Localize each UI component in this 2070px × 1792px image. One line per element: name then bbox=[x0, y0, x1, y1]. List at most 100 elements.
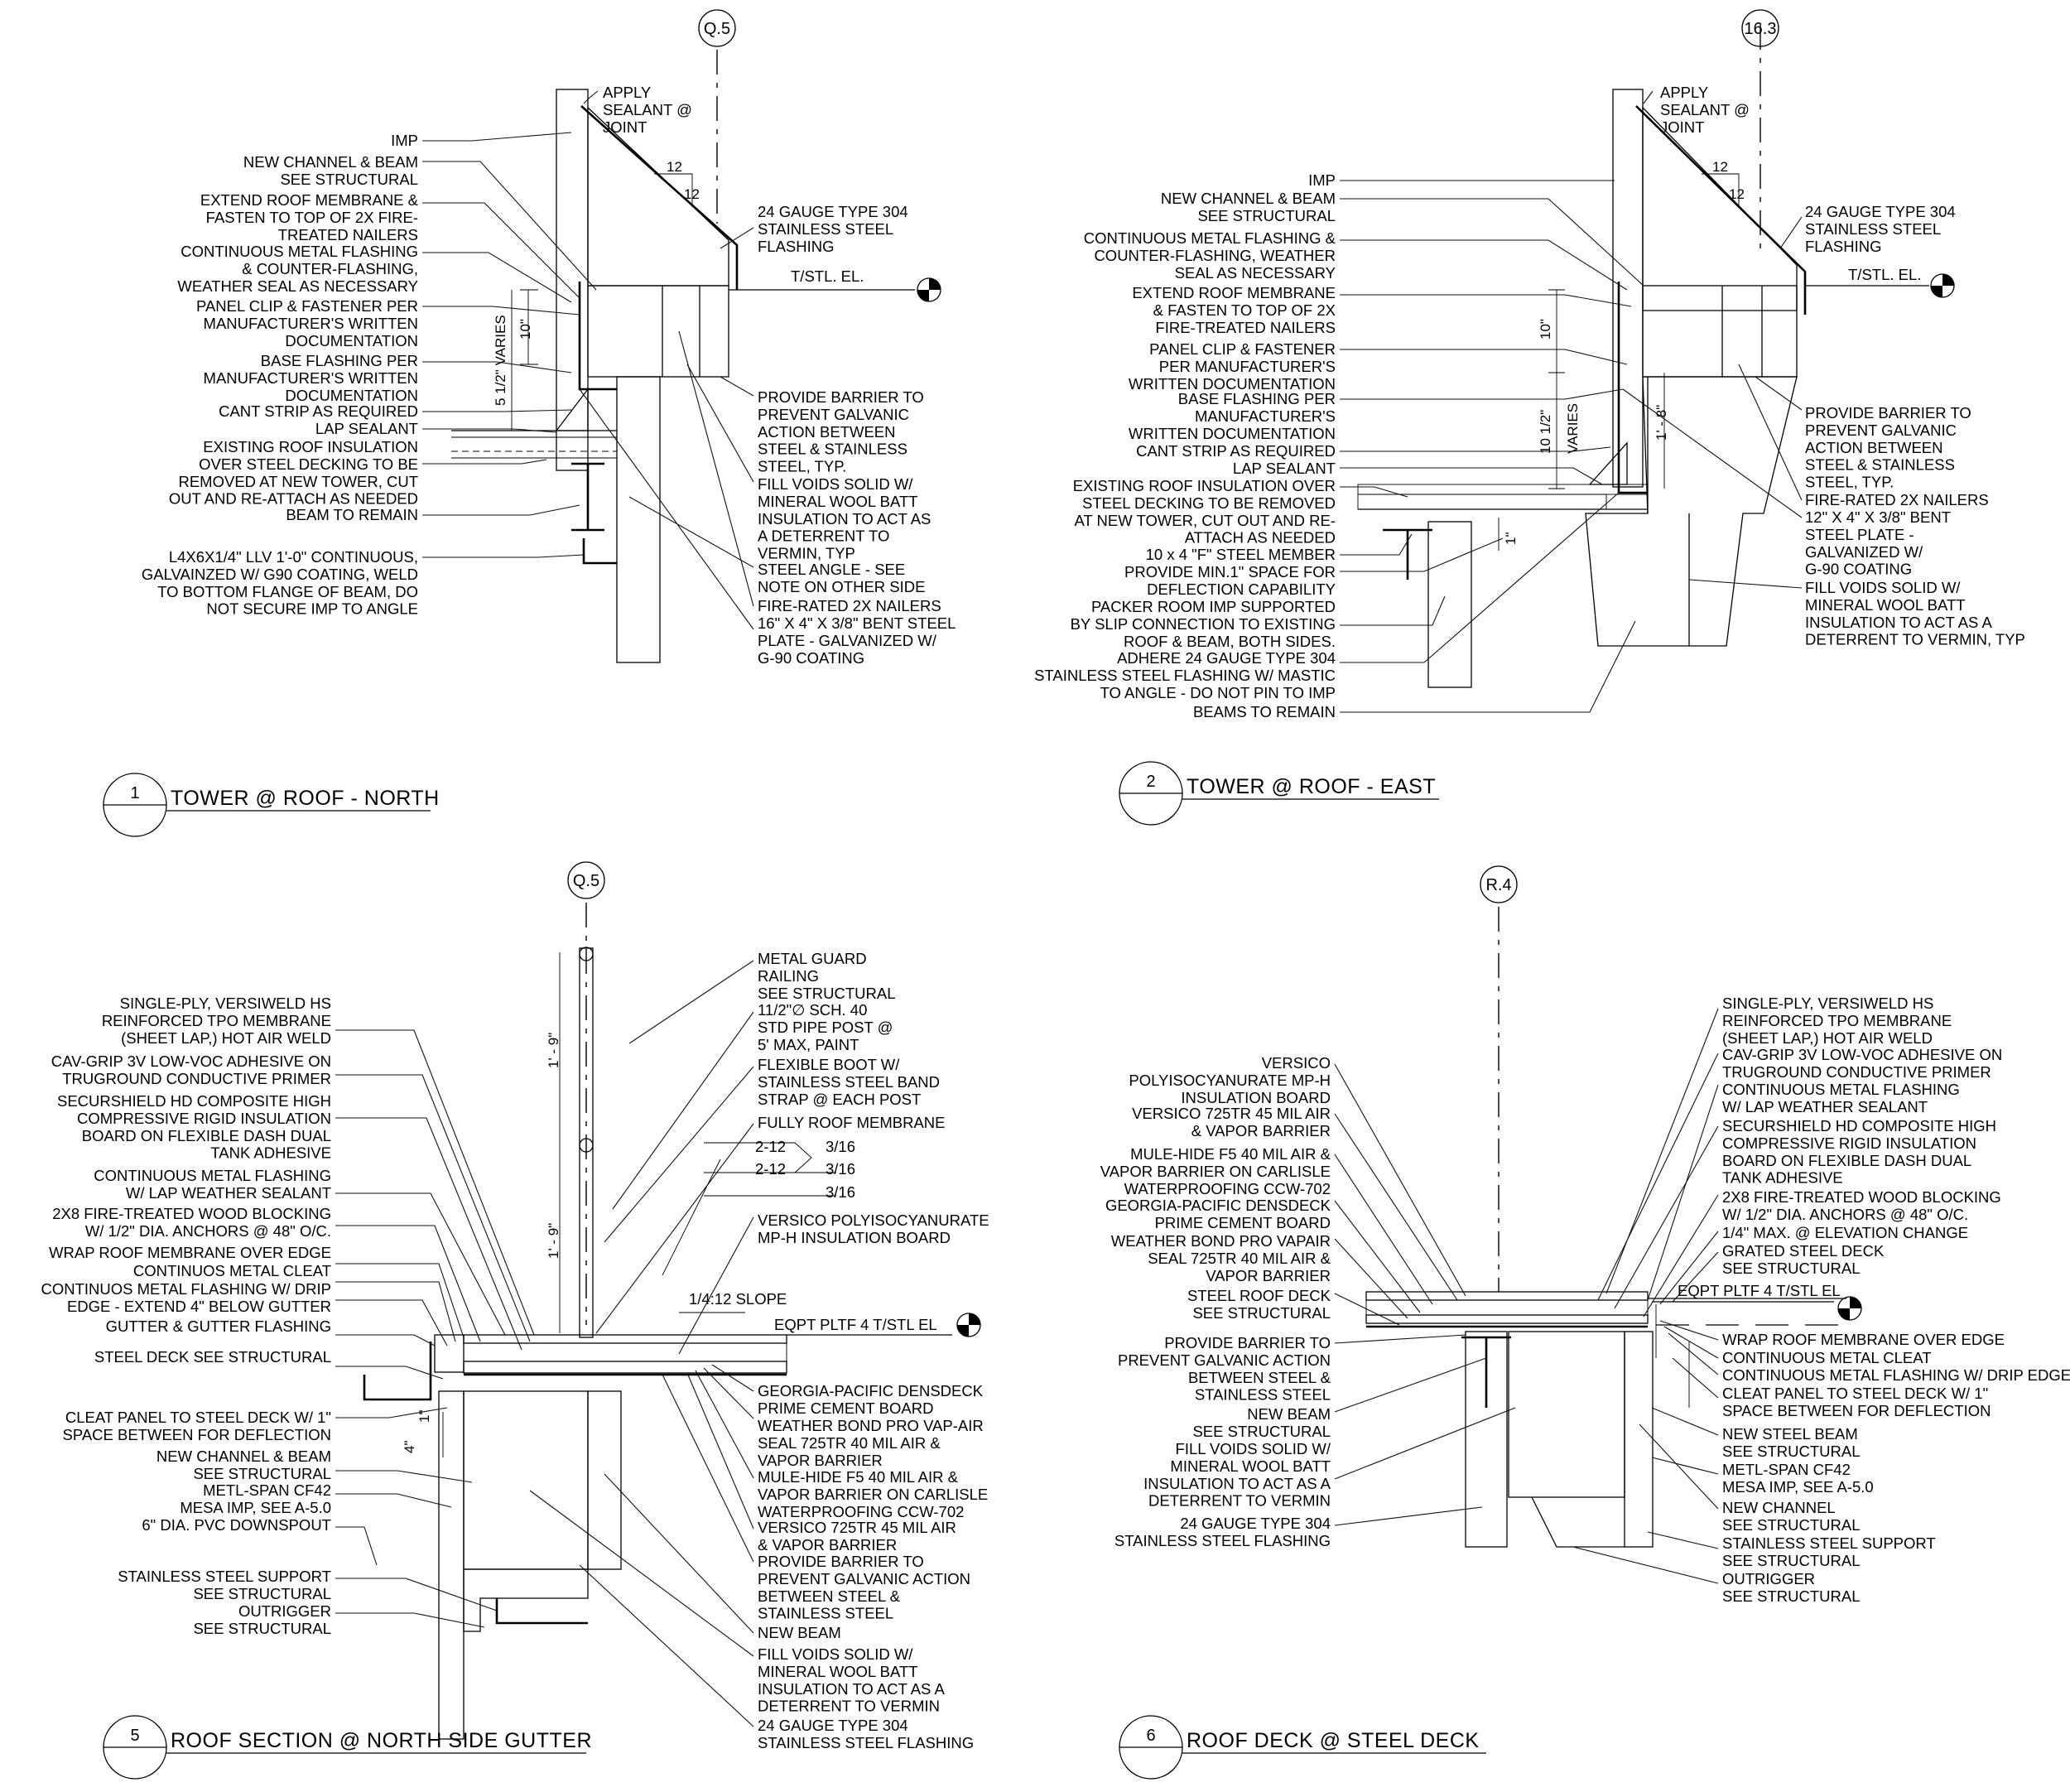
grid-bubble: R.4 bbox=[1485, 876, 1511, 894]
grid-bubble: Q.5 bbox=[704, 20, 730, 38]
callout-note: IMP bbox=[391, 132, 418, 149]
detail-5-drawing: Q.5 1' - 9" 1' - 9" 1" 4" bbox=[335, 861, 981, 1740]
callout-note: CLEAT PANEL TO STEEL DECK W/ 1"SPACE BET… bbox=[1722, 1385, 1991, 1419]
detail-6-drawing: R.4 EQPT PLTF 4 T/STL EL bbox=[1334, 865, 1862, 1584]
weld-spacing: 2-12 bbox=[755, 1138, 786, 1155]
callout-note: BEAM TO REMAIN bbox=[286, 506, 418, 523]
callout-note: VERSICO 725TR 45 MIL AIR& VAPOR BARRIER bbox=[758, 1519, 956, 1554]
detail-title: ROOF SECTION @ NORTH SIDE GUTTER bbox=[171, 1729, 592, 1752]
slope-label: 12 bbox=[667, 159, 682, 175]
callout-note: CLEAT PANEL TO STEEL DECK W/ 1"SPACE BET… bbox=[63, 1409, 331, 1443]
detail-1-title: 1 TOWER @ ROOF - NORTH bbox=[103, 773, 440, 837]
callout-note: NEW BEAM bbox=[758, 1624, 841, 1641]
detail-number: 5 bbox=[130, 1727, 139, 1745]
callout-note: FULLY ROOF MEMBRANE bbox=[758, 1114, 946, 1131]
callout-note: EXTEND ROOF MEMBRANE &FASTEN TO TOP OF 2… bbox=[200, 191, 419, 243]
slope-label: 12 bbox=[1712, 159, 1728, 175]
callout-note: LAP SEALANT bbox=[315, 420, 418, 437]
grid-bubble: 16.3 bbox=[1745, 20, 1777, 38]
callout-note: VERSICO 725TR 45 MIL AIR& VAPOR BARRIER bbox=[1132, 1105, 1331, 1139]
detail-2: 16.3 12 12 T/STL. EL. 10" 10 1/2" VARIES… bbox=[1034, 9, 2025, 826]
callout-note: CONTINUOUS METAL FLASHING &COUNTER-FLASH… bbox=[1084, 229, 1336, 282]
detail-number: 1 bbox=[130, 784, 139, 802]
callout-note: MULE-HIDE F5 40 MIL AIR &VAPOR BARRIER O… bbox=[758, 1468, 988, 1520]
elevation-marker-label: T/STL. EL. bbox=[1848, 266, 1921, 283]
callout-note: CONTINUOUS METAL FLASHING& COUNTER-FLASH… bbox=[177, 243, 418, 295]
dimension: 1' - 9" bbox=[546, 1223, 561, 1259]
slope-label: 12 bbox=[1729, 186, 1745, 202]
callout-note: 10 x 4 "F" STEEL MEMBER bbox=[1146, 546, 1336, 563]
callout-note: IMP bbox=[1308, 171, 1336, 189]
elevation-marker-label: EQPT PLTF 4 T/STL EL bbox=[774, 1316, 937, 1333]
elevation-marker-label: EQPT PLTF 4 T/STL EL bbox=[1678, 1282, 1841, 1299]
callout-note: WRAP ROOF MEMBRANE OVER EDGE bbox=[1722, 1331, 2005, 1348]
detail-number: 6 bbox=[1146, 1727, 1155, 1745]
callout-note: CANT STRIP AS REQUIRED bbox=[1136, 442, 1336, 460]
weld-size: 3/16 bbox=[826, 1183, 855, 1201]
detail-5-title: 5 ROOF SECTION @ NORTH SIDE GUTTER bbox=[103, 1715, 592, 1780]
detail-5: Q.5 1' - 9" 1' - 9" 1" 4" bbox=[41, 861, 989, 1780]
callout-note: CANT STRIP AS REQUIRED bbox=[219, 402, 418, 420]
dimension: 10" bbox=[518, 319, 533, 340]
dimension: 5 1/2" VARIES bbox=[493, 315, 508, 406]
dimension: 1' - 8" bbox=[1654, 405, 1669, 441]
callout-note: CONTINUOUS METAL FLASHING W/ DRIP EDGE bbox=[1722, 1366, 2070, 1384]
callout-note: EXTEND ROOF MEMBRANE& FASTEN TO TOP OF 2… bbox=[1132, 284, 1336, 336]
callout-note: CONTINUOUS METAL CLEAT bbox=[1722, 1349, 1932, 1366]
dimension: 1" bbox=[416, 1410, 432, 1423]
elevation-marker-label: T/STL. EL. bbox=[791, 267, 864, 285]
slope-label: 12 bbox=[684, 186, 700, 202]
detail-title: TOWER @ ROOF - NORTH bbox=[171, 787, 440, 810]
detail-6-title: 6 ROOF DECK @ STEEL DECK bbox=[1119, 1715, 1486, 1780]
callout-note: 1/4" MAX. @ ELEVATION CHANGE bbox=[1722, 1224, 1968, 1241]
detail-6: R.4 EQPT PLTF 4 T/STL EL bbox=[1100, 865, 2070, 1780]
dimension: VARIES bbox=[1565, 403, 1581, 454]
callout-note: L4X6X1/4" LLV 1'-0" CONTINUOUS,GALVAINZE… bbox=[142, 548, 418, 618]
callout-note: FIRE-RATED 2X NAILERS bbox=[758, 597, 941, 614]
detail-2-drawing: 16.3 12 12 T/STL. EL. 10" 10 1/2" VARIES… bbox=[1340, 9, 1955, 713]
slope-label: 1/4:12 SLOPE bbox=[689, 1290, 787, 1308]
dimension: 10 1/2" bbox=[1538, 410, 1553, 454]
callout-note: 6" DIA. PVC DOWNSPOUT bbox=[142, 1516, 331, 1534]
detail-number: 2 bbox=[1146, 773, 1155, 791]
